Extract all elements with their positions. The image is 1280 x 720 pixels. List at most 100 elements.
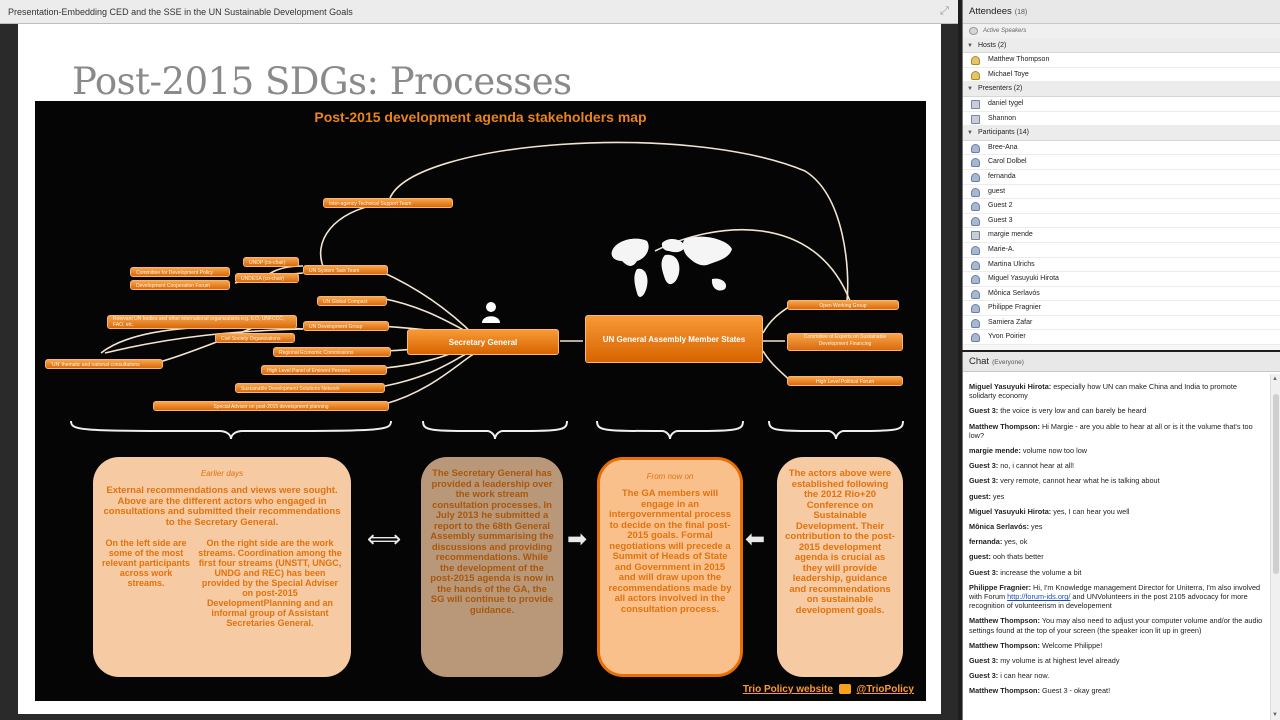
map-connectors xyxy=(100,141,851,405)
attendees-title: Attendees xyxy=(969,6,1012,17)
panel-1-heading: Earlier days xyxy=(200,469,244,478)
scroll-up-icon[interactable]: ▲ xyxy=(1272,376,1278,382)
scroll-down-icon[interactable]: ▼ xyxy=(1272,712,1278,718)
chat-text: You may also need to adjust your compute… xyxy=(969,616,1263,635)
chat-scope[interactable]: (Everyone) xyxy=(992,359,1024,366)
chat-message: Guest 3: i can hear now. xyxy=(969,671,1263,680)
attendee-row[interactable]: Marie-A. xyxy=(963,242,1280,258)
panel-2-text: The Secretary General has provided a lea… xyxy=(430,468,554,616)
scrollbar-thumb[interactable] xyxy=(1273,394,1279,574)
attendee-row[interactable]: Carol Dolbel xyxy=(963,155,1280,170)
twitter-icon xyxy=(838,684,851,695)
participant-icon xyxy=(971,202,980,212)
presenter-icon xyxy=(971,114,980,124)
node-dcf: Development Cooperation Forum xyxy=(130,280,230,290)
panel-1-right: On the right side are the work streams. … xyxy=(198,538,342,628)
hosts-group[interactable]: ▼Hosts (2) xyxy=(963,38,1280,54)
participant-icon xyxy=(971,275,980,285)
chat-sender: guest: xyxy=(969,552,991,562)
active-speakers-label: Active Speakers xyxy=(983,28,1027,34)
chat-text: volume now too low xyxy=(1020,446,1088,456)
chat-text: Hi, I'm Knowledge management Director fo… xyxy=(969,582,1261,602)
brace-2 xyxy=(422,420,568,440)
slide: Post-2015 SDGs: Processes Post-2015 deve… xyxy=(18,24,941,714)
chat-message: Philippe Fragnier: Hi, I'm Knowledge man… xyxy=(969,583,1263,611)
chat-sender: Matthew Thompson: xyxy=(969,640,1040,650)
attendee-row[interactable]: Martina Ulrichs xyxy=(963,257,1280,273)
chat-message: Matthew Thompson: Hi Margie - are you ab… xyxy=(969,422,1263,440)
twitter-handle-link[interactable]: @TrioPolicy xyxy=(856,684,914,695)
chat-message: fernanda: yes, ok xyxy=(969,537,1263,546)
fullscreen-icon[interactable]: ⤢ xyxy=(940,5,949,17)
trio-policy-link[interactable]: Trio Policy website xyxy=(742,684,833,695)
chat-message: guest: yes xyxy=(969,492,1263,501)
attendee-name: Samiera Zafar xyxy=(988,318,1033,326)
attendee-row[interactable]: Shannon xyxy=(963,111,1280,127)
attendee-row[interactable]: fernanda xyxy=(963,169,1280,185)
presenters-group[interactable]: ▼Presenters (2) xyxy=(963,82,1280,97)
chat-message: Miguel Yasuyuki Hirota: especially how U… xyxy=(969,382,1263,400)
chat-link[interactable]: http://forum-ids.org/ xyxy=(1007,592,1071,602)
panel-earlier-days: Earlier days External recommendations an… xyxy=(93,457,351,677)
attendee-row[interactable]: Matthew Thompson xyxy=(963,53,1280,68)
chat-scrollbar[interactable]: ▲ ▼ xyxy=(1270,374,1280,720)
attendee-row[interactable]: Mônica Serlavós xyxy=(963,286,1280,302)
panel-3-heading: From now on xyxy=(646,472,694,481)
attendee-row[interactable]: daniel tygel xyxy=(963,96,1280,112)
presentation-title: Presentation-Embedding CED and the SSE i… xyxy=(8,7,353,17)
participant-icon xyxy=(971,245,980,255)
chat-text: ooh thats better xyxy=(990,552,1044,562)
participant-icon xyxy=(971,289,980,299)
participants-group[interactable]: ▼Participants (14) xyxy=(963,126,1280,141)
chat-text: yes, ok xyxy=(1002,537,1028,547)
attendee-row[interactable]: Samiera Zafar xyxy=(963,315,1280,331)
attendee-row[interactable]: Bree-Ana xyxy=(963,140,1280,156)
collapse-triangle-icon[interactable]: ▼ xyxy=(967,86,973,93)
node-secretary-general: Secretary General xyxy=(407,329,559,355)
attendee-name: Philippe Fragnier xyxy=(988,304,1041,312)
collapse-triangle-icon[interactable]: ▼ xyxy=(967,42,973,49)
attendee-row[interactable]: Miguel Yasuyuki Hirota xyxy=(963,272,1280,287)
attendee-name: Carol Dolbel xyxy=(988,158,1027,166)
chat-text: increase the volume a bit xyxy=(998,567,1082,577)
attendees-count: (18) xyxy=(1014,9,1028,16)
chat-text: my volume is at highest level already xyxy=(998,656,1120,666)
attendee-row[interactable]: Guest 3 xyxy=(963,213,1280,229)
panel-1-left: On the left side are some of the most re… xyxy=(101,538,190,588)
node-undesa: UNDESA (co-chair) xyxy=(235,273,299,283)
slide-title: Post-2015 SDGs: Processes xyxy=(72,60,572,103)
participant-icon xyxy=(971,187,980,197)
chat-sender: Miguel Yasuyuki Hirota: xyxy=(969,382,1052,391)
chat-sender: margie mende: xyxy=(969,446,1021,456)
chat-sender: Guest 3: xyxy=(969,476,999,486)
chat-message: Guest 3: my volume is at highest level a… xyxy=(969,656,1263,665)
chat-text: yes xyxy=(990,491,1005,501)
chat-sender: Guest 3: xyxy=(969,671,999,681)
participant-icon xyxy=(971,172,980,182)
attendee-row[interactable]: Guest 2 xyxy=(963,199,1280,214)
attendee-row[interactable]: Michael Toye xyxy=(963,67,1280,83)
chat-text: Welcome Philippe! xyxy=(1039,640,1103,650)
participant-icon xyxy=(971,318,980,328)
attendee-name: Shannon xyxy=(988,114,1017,122)
attendee-name: Matthew Thompson xyxy=(988,56,1050,64)
stakeholders-map: Post-2015 development agenda stakeholder… xyxy=(35,101,926,701)
attendee-row[interactable]: Philippe Fragnier xyxy=(963,301,1280,316)
attendee-name: Marie-A. xyxy=(988,245,1015,253)
node-un-global-compact: UN Global Compact xyxy=(317,296,387,306)
attendee-name: Bree-Ana xyxy=(988,143,1018,151)
attendee-row[interactable]: margie mende xyxy=(963,228,1280,243)
chat-sender: Mônica Serlavós: xyxy=(969,522,1030,532)
participant-icon xyxy=(971,143,980,153)
attendee-row[interactable]: guest xyxy=(963,184,1280,200)
chat-text: yes, I can hear you well xyxy=(1051,506,1130,516)
brace-1 xyxy=(70,420,392,440)
participant-icon xyxy=(971,231,980,241)
chat-text: yes xyxy=(1029,522,1043,532)
panel-1-text: External recommendations and views were … xyxy=(103,485,341,528)
attendee-row[interactable]: Yvon Poirier xyxy=(963,330,1280,346)
node-general-assembly: UN General Assembly Member States xyxy=(585,315,763,363)
attendee-name: guest xyxy=(988,187,1006,195)
collapse-triangle-icon[interactable]: ▼ xyxy=(967,130,973,137)
